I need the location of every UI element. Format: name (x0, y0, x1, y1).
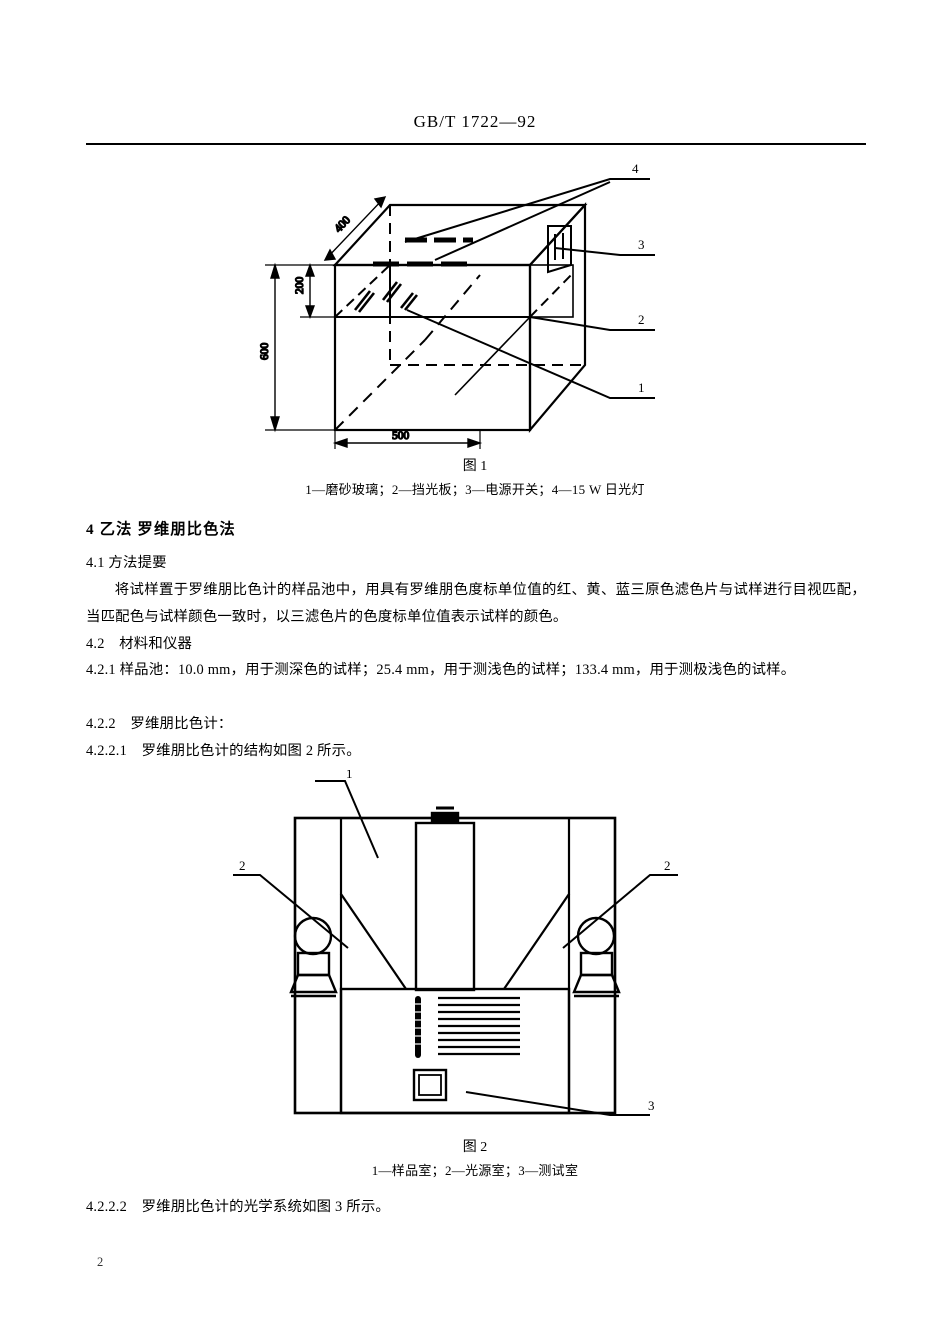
frosted-glass-pane (389, 264, 574, 318)
figure-2-callout-3: 3 (648, 1098, 655, 1113)
sample-chamber-tube (414, 806, 476, 992)
section-4-1-heading: 4.1 方法提要 (86, 555, 167, 571)
box-interior-diagonals (334, 274, 481, 431)
dimension-500: 500 (332, 429, 483, 449)
figure-1-callout-4: 4 (632, 161, 639, 176)
left-chamber-wall (339, 818, 407, 1113)
figure-2-callout-2-left: 2 (239, 858, 246, 873)
figure-1-callout-3: 3 (638, 237, 645, 252)
header-rule (86, 143, 866, 145)
viewing-window (412, 1068, 448, 1102)
figure-1-callout-2: 2 (638, 312, 645, 327)
section-4-2-heading: 4.2 材料和仪器 (86, 636, 193, 652)
window-right-bevel (529, 272, 574, 318)
test-room-panel (339, 987, 571, 1115)
dimension-600-label: 600 (259, 343, 271, 361)
dimension-600: 600 (258, 262, 337, 433)
page-header-title: GB/T 1722—92 (413, 112, 537, 131)
dimension-400-label: 400 (332, 214, 353, 235)
window-upper-band (335, 265, 530, 317)
section-4-2-2-1-text: 4.2.2.1 罗维朋比色计的结构如图 2 所示。 (86, 743, 361, 759)
left-lamp-icon (289, 916, 338, 998)
tube-handle-cap (430, 811, 460, 823)
figure-1-svg: 400 200 600 (258, 161, 655, 449)
instrument-outer-frame (293, 816, 617, 1115)
dimension-200-label: 200 (294, 277, 306, 295)
figure-1-drawing: 400 200 600 (255, 160, 685, 450)
figure-1-callout-leaders (404, 178, 655, 399)
figure-2-callout-leaders (233, 780, 678, 1116)
figure-1-callout-1: 1 (638, 380, 645, 395)
figure-1-legend: 1—磨砂玻璃；2—挡光板；3—电源开关；4—15 W 日光灯 (305, 482, 645, 497)
fluorescent-lamp-tubes (373, 237, 473, 267)
section-4-2-2-2-text: 4.2.2.2 罗维朋比色计的光学系统如图 3 所示。 (86, 1199, 391, 1215)
figure-2-drawing: 1 2 2 3 (230, 770, 700, 1130)
power-switch-icon (547, 225, 572, 274)
dimension-200: 200 (293, 262, 337, 320)
box-interior-solid-diagonal (454, 316, 531, 396)
section-4-2-1-text: 4.2.1 样品池：10.0 mm，用于测深色的试样；25.4 mm，用于测浅色… (86, 662, 796, 678)
dimension-400: 400 (323, 196, 387, 261)
dimension-500-label: 500 (392, 430, 410, 442)
right-lamp-icon (572, 916, 621, 998)
section-4-1-body: 将试样置于罗维朋比色计的样品池中，用具有罗维朋色度标单位值的红、黄、蓝三原色滤色… (86, 582, 866, 625)
right-chamber-wall (503, 818, 571, 1113)
figure-2-callout-1: 1 (346, 770, 353, 781)
figure-2-svg: 1 2 2 3 (233, 770, 678, 1116)
figure-2-callout-2-right: 2 (664, 858, 671, 873)
panel-vent-grille (438, 996, 520, 1056)
figure-1-caption: 图 1 (462, 459, 488, 474)
window-left-bevel (334, 264, 391, 318)
figure-2-legend: 1—样品室；2—光源室；3—测试室 (371, 1163, 579, 1178)
figure-2-caption: 图 2 (462, 1140, 488, 1155)
frosted-glass-hatch (353, 281, 419, 313)
section-4-2-2-text: 4.2.2 罗维朋比色计： (86, 716, 233, 732)
section-4-heading: 4 乙法 罗维朋比色法 (86, 521, 236, 538)
panel-slider-control (415, 996, 421, 1058)
page-number: 2 (97, 1255, 104, 1269)
